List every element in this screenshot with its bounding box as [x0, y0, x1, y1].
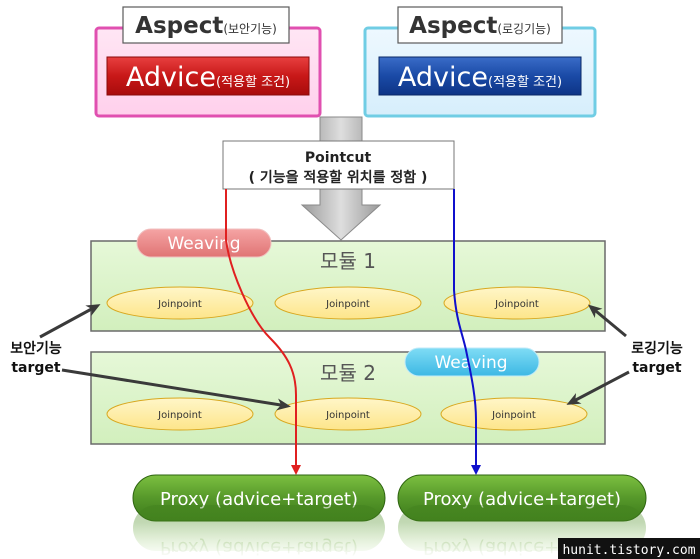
joinpoint-label: Joinpoint [325, 299, 370, 310]
logging-target-label: 로깅기능 target [631, 340, 683, 376]
logging-target-line2: target [632, 360, 682, 376]
advice-logging-label: Advice(적용할 조건) [398, 62, 562, 93]
logging-target-arrow-2 [566, 370, 630, 405]
aspect-logging-title-box [397, 6, 563, 44]
aspect-security-title-box [122, 6, 290, 44]
security-target-line2: target [11, 360, 61, 376]
pointcut: Pointcut ( 기능을 적용할 위치를 정함 ) [222, 140, 455, 190]
proxy-security-label: Proxy (advice+target) [160, 489, 358, 510]
joinpoint-ellipse [440, 397, 588, 431]
watermark: hunit.tistory.com [558, 538, 700, 559]
security-target-arrow-1 [39, 304, 101, 339]
security-target-label: 보안기능 target [10, 340, 62, 376]
proxy-logging-label: Proxy (advice+target) [423, 489, 621, 510]
watermark-box [558, 538, 700, 559]
advice-security-box [106, 56, 310, 96]
weaving-security-badge: Weaving [136, 228, 272, 258]
logging-weaving-path [453, 189, 481, 475]
weaving-logging-badge: Weaving [404, 347, 540, 377]
module-2-label: 모듈 2 [320, 361, 376, 385]
advice-security-label: Advice(적용할 조건) [126, 62, 290, 93]
pointcut-desc: ( 기능을 적용할 위치를 정함 ) [249, 169, 428, 186]
security-weaving-path [225, 189, 301, 475]
aspect-logging-title: Aspect(로깅기능) [409, 13, 551, 39]
joinpoint-ellipse [106, 397, 254, 431]
pointcut-box [222, 140, 455, 190]
joinpoint-ellipse [443, 286, 591, 320]
joinpoint-ellipse [274, 397, 422, 431]
joinpoint-ellipse [106, 286, 254, 320]
security-target-line1: 보안기능 [10, 340, 62, 357]
joinpoint-label: Joinpoint [157, 299, 202, 310]
joinpoint-label: Joinpoint [157, 410, 202, 421]
weaving-security-label: Weaving [167, 234, 240, 254]
aspect-security: Aspect(보안기능) Advice(적용할 조건) [94, 6, 322, 118]
aspect-security-title: Aspect(보안기능) [135, 13, 277, 39]
watermark-text: hunit.tistory.com [562, 543, 695, 558]
pointcut-title: Pointcut [305, 150, 372, 166]
joinpoint-label: Joinpoint [325, 410, 370, 421]
module-1-label: 모듈 1 [320, 249, 376, 273]
logging-target-arrow-1 [587, 304, 627, 338]
joinpoint-ellipse [274, 286, 422, 320]
logging-target-line1: 로깅기능 [631, 340, 683, 357]
joinpoint-label: Joinpoint [491, 410, 536, 421]
joinpoint-label: Joinpoint [494, 299, 539, 310]
weaving-logging-label: Weaving [434, 353, 507, 373]
security-target-arrow-2 [61, 368, 291, 411]
aspect-logging: Aspect(로깅기능) Advice(적용할 조건) [363, 6, 597, 118]
advice-logging-box [378, 56, 582, 96]
